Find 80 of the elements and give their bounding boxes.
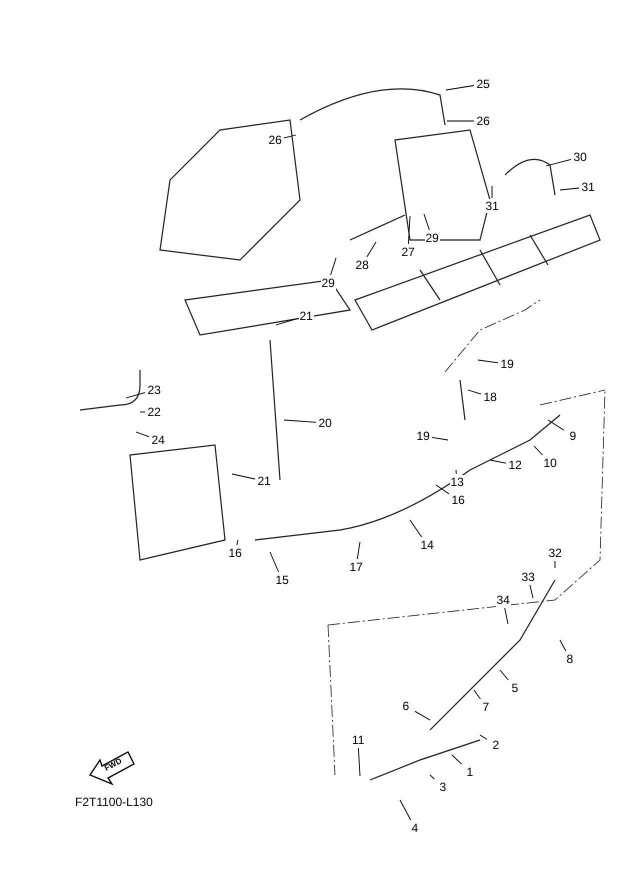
leader-line <box>546 158 572 166</box>
leader-line <box>446 85 474 90</box>
leader-line <box>424 214 430 230</box>
callout-number: 17 <box>348 560 364 574</box>
callout-number: 32 <box>548 546 563 560</box>
callout-number: 11 <box>351 733 366 747</box>
leader-line <box>480 734 488 740</box>
callout-number: 18 <box>482 390 498 404</box>
callout-number: 30 <box>572 150 588 164</box>
callout-number: 3 <box>438 780 448 794</box>
leader-line <box>560 188 580 190</box>
callout-number: 26 <box>476 114 491 128</box>
callout-number: 12 <box>508 458 523 472</box>
callout-number: 14 <box>420 538 435 552</box>
leader-line <box>276 318 298 326</box>
leader-line <box>270 552 280 572</box>
callout-number: 21 <box>298 309 314 323</box>
callout-number: 31 <box>580 180 596 194</box>
leader-line <box>430 774 435 780</box>
leader-line <box>474 690 481 700</box>
callout-number: 31 <box>484 199 500 213</box>
callout-number: 4 <box>410 821 420 835</box>
leader-line <box>284 134 296 138</box>
leader-line <box>490 460 506 464</box>
callout-number: 15 <box>274 573 290 587</box>
callout-number: 19 <box>416 429 431 443</box>
callout-number: 13 <box>450 475 465 489</box>
callout-number: 7 <box>482 700 490 714</box>
leader-line <box>504 608 508 624</box>
leader-line <box>232 474 256 480</box>
leader-line <box>356 542 360 560</box>
callout-number: 34 <box>496 593 511 607</box>
callout-number: 5 <box>510 681 520 695</box>
leader-line <box>136 432 150 438</box>
leader-line <box>358 748 360 776</box>
leader-line <box>554 560 556 568</box>
callout-number: 1 <box>466 765 474 779</box>
leader-line <box>456 470 457 474</box>
callout-number: 22 <box>146 405 162 419</box>
leader-line <box>500 670 509 680</box>
callout-number: 29 <box>320 276 336 290</box>
callout-number: 33 <box>520 570 536 584</box>
direction-label: FWD <box>102 756 124 773</box>
callout-number: 23 <box>146 383 162 397</box>
callout-number: 27 <box>400 245 416 259</box>
callout-number: 19 <box>500 357 515 371</box>
callout-number: 6 <box>402 699 410 713</box>
callout-number: 16 <box>450 493 466 507</box>
callout-number: 10 <box>542 456 558 470</box>
leader-line <box>548 420 564 431</box>
callout-number: 29 <box>424 231 440 245</box>
drawing-code: F2T1100-L130 <box>75 795 153 809</box>
callout-number: 8 <box>566 652 574 666</box>
leader-line <box>452 754 462 764</box>
leader-line <box>468 390 482 395</box>
callout-number: 20 <box>318 416 333 430</box>
leader-line <box>126 392 146 398</box>
callout-number: 28 <box>354 258 370 272</box>
leader-line <box>529 584 534 598</box>
leader-line <box>436 484 450 494</box>
leader-line <box>330 258 336 276</box>
leader-line <box>534 446 543 456</box>
leader-line <box>236 540 238 546</box>
callout-number: 21 <box>256 474 272 488</box>
leader-line <box>560 640 566 652</box>
leader-line <box>408 216 410 244</box>
leader-line <box>284 420 316 423</box>
leader-line <box>446 120 474 122</box>
leader-line <box>400 800 412 820</box>
leader-line <box>432 436 448 440</box>
callout-number: 9 <box>568 429 578 443</box>
leader-line <box>366 242 376 258</box>
leader-line <box>410 520 422 538</box>
leader-line <box>414 710 430 720</box>
leader-line <box>478 360 498 364</box>
callout-number: 24 <box>150 433 166 447</box>
callout-number: 26 <box>268 133 283 147</box>
callout-number: 2 <box>492 738 500 752</box>
callout-number: 25 <box>476 77 491 91</box>
callout-number: 16 <box>228 546 243 560</box>
